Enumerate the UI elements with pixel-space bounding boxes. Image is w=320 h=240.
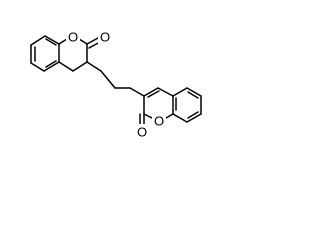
structure-canvas: O O xyxy=(30,29,202,140)
bond xyxy=(58,38,68,45)
bond xyxy=(187,111,199,119)
bond xyxy=(78,38,88,45)
bond xyxy=(45,60,57,68)
coumarin-fragment: O O xyxy=(135,87,202,140)
bond xyxy=(186,113,202,123)
bond xyxy=(30,62,45,72)
bond xyxy=(143,113,153,119)
bond xyxy=(58,61,74,72)
bond xyxy=(43,61,60,72)
bond xyxy=(30,35,46,46)
ring-oxygen-atom: O xyxy=(154,114,164,129)
bond xyxy=(172,87,188,97)
bond xyxy=(147,90,160,98)
bond xyxy=(129,87,145,97)
carbonyl-oxygen-atom: O xyxy=(137,125,147,140)
bond xyxy=(100,70,116,89)
carbonyl-oxygen-atom: O xyxy=(100,30,110,45)
bond xyxy=(187,91,199,99)
dihydrocoumarin-fragment: O O xyxy=(30,29,112,72)
bond xyxy=(172,113,188,123)
ethylene-linker xyxy=(86,61,145,97)
bond xyxy=(186,87,202,97)
bond xyxy=(44,35,60,45)
molecule-structure-drawing: O O xyxy=(30,29,202,140)
bond xyxy=(86,61,102,72)
bond xyxy=(143,87,159,97)
ring-oxygen-atom: O xyxy=(68,30,78,45)
bond xyxy=(86,37,99,45)
bond xyxy=(157,87,174,97)
bond xyxy=(45,38,57,46)
bond xyxy=(72,61,88,72)
bond xyxy=(165,113,174,119)
